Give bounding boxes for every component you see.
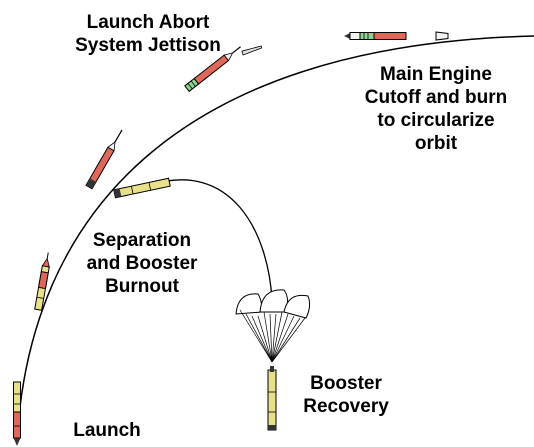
recovery-parachutes [235,289,311,363]
upper-stage-ascent [184,46,241,93]
label-line: System Jettison [75,35,221,56]
label-line: Launch Abort [86,12,210,33]
launch-vehicle-on-pad [13,381,21,446]
label-line: to circularize [377,110,495,131]
label-line: Cutoff and burn [364,87,508,108]
parachute-center [259,289,289,363]
ascent-trajectory-line [16,35,534,441]
separation-booster-burnout-label: Separation and Booster Burnout [64,229,220,298]
main-engine-cutoff-label: Main Engine Cutoff and burn to circulari… [350,63,522,155]
booster-return-arc [149,179,273,301]
booster-recovery-label: Booster Recovery [293,372,399,418]
rocket-mid-ascent [85,129,123,190]
launch-abort-jettison-label: Launch Abort System Jettison [50,11,246,57]
upper-stage-meco [344,32,407,40]
parachute-left [235,293,273,363]
rocket-early-ascent [34,252,50,311]
label-line: Burnout [105,276,179,297]
launch-label: Launch [57,419,157,442]
label-line: Separation [92,230,192,251]
label-line: Main Engine [380,64,492,85]
label-line: and Booster [86,253,198,274]
booster-under-parachute [267,366,277,431]
label-line: Booster [310,373,382,394]
label-line: Launch [73,420,141,441]
capsule-in-orbit [435,31,449,41]
label-line: Recovery [303,396,389,417]
spent-booster-separation [113,177,171,199]
jettisoned-abort-tower [241,45,263,56]
parachute-right [271,294,311,363]
label-line: orbit [414,133,458,154]
